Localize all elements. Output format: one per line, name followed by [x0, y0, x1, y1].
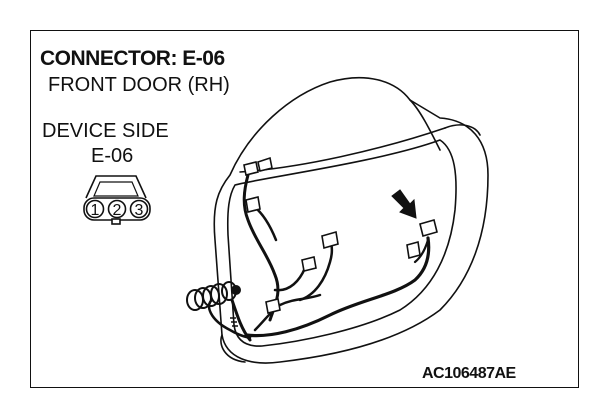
pin-circle-2	[107, 199, 127, 219]
connector-center	[321, 230, 339, 250]
connector-face: 1 2 3	[83, 175, 151, 225]
harness-connectors	[243, 156, 438, 314]
pin-circle-1	[85, 199, 105, 219]
pin-circle-3	[129, 199, 149, 219]
connector-title: CONNECTOR: E-06	[40, 47, 225, 70]
connector-bottom	[265, 298, 281, 314]
reference-code: AC106487AE	[422, 365, 516, 382]
pin-label-2: 2	[113, 202, 122, 219]
pin-label-1: 1	[91, 202, 100, 219]
device-code: E-06	[91, 145, 134, 167]
connector-top-left	[243, 161, 259, 176]
device-side-label: DEVICE SIDE	[42, 120, 169, 142]
diagram-frame	[30, 30, 579, 388]
arrow-indicator	[391, 189, 417, 219]
connector-left	[245, 196, 261, 213]
connector-location: FRONT DOOR (RH)	[48, 74, 230, 96]
door-outline	[213, 76, 489, 364]
grommet	[186, 281, 241, 327]
connector-right-low	[406, 240, 421, 260]
pin-label-3: 3	[135, 202, 144, 219]
connector-e06	[419, 219, 438, 237]
connector-center-low	[301, 256, 317, 272]
